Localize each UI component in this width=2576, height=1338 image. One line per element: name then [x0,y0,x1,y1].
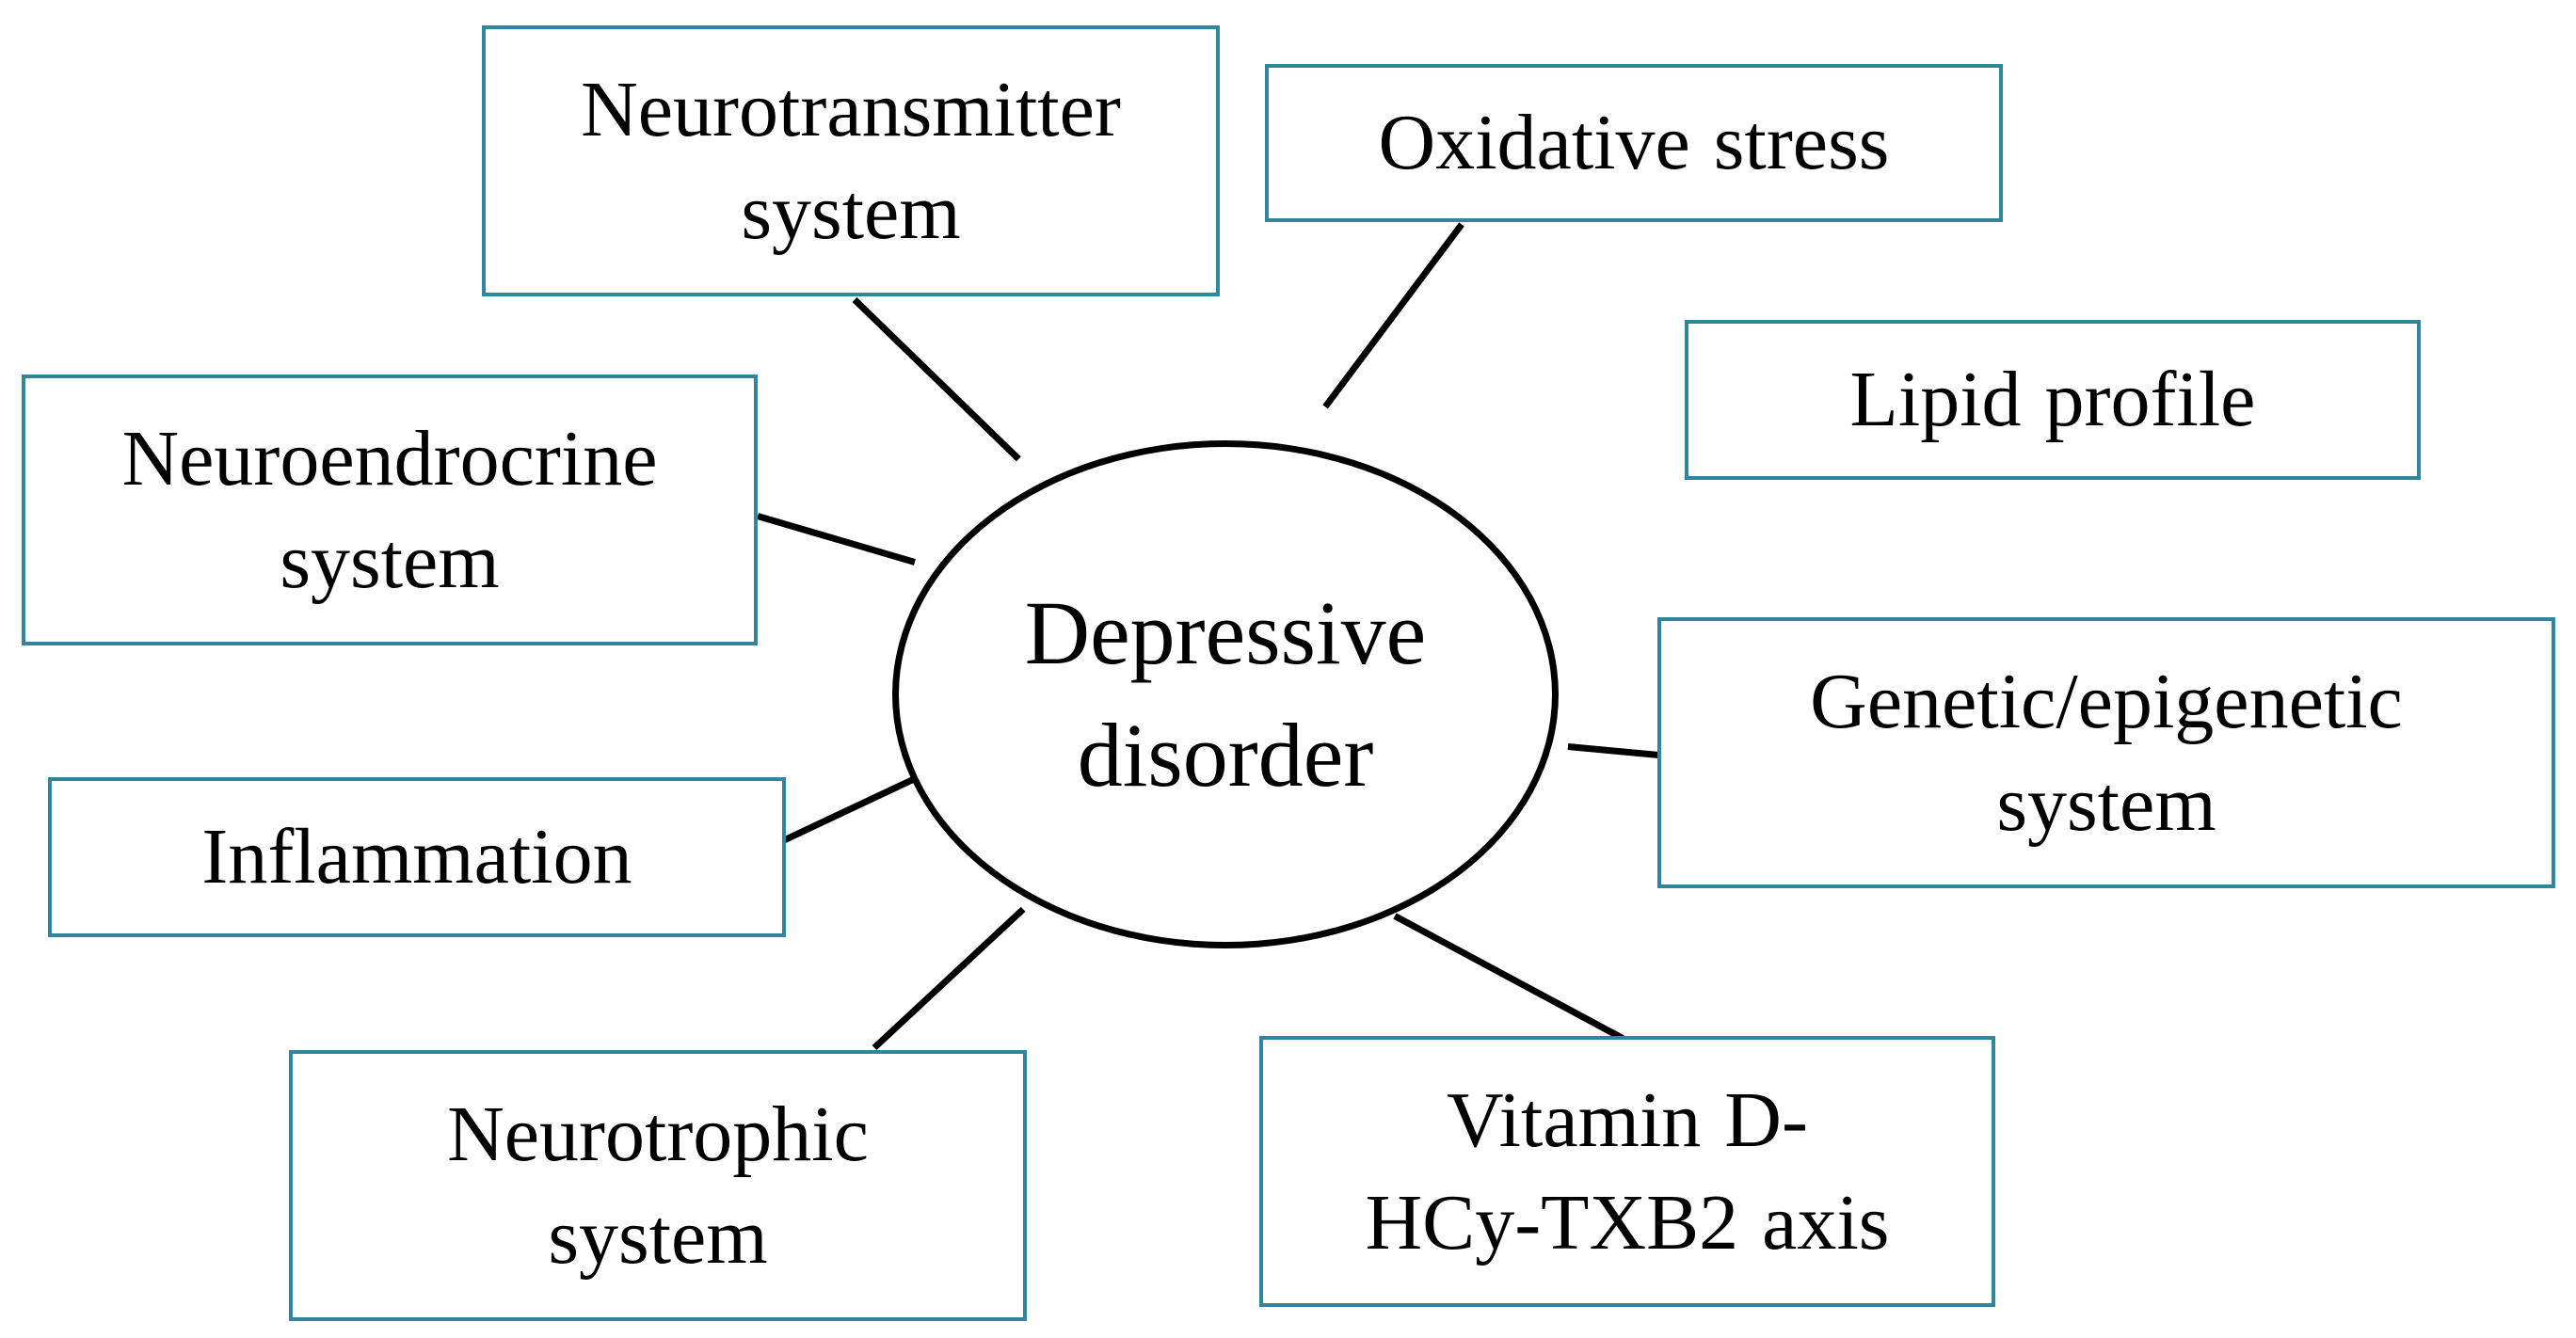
factor-box-neurotrophic: Neurotrophic system [289,1050,1027,1321]
factor-label-oxidative: Oxidative stress [1378,99,1890,187]
connector-vitamin [1393,912,1624,1042]
factor-label-vitamin: Vitamin D-HCy-TXB2 axis [1365,1075,1890,1266]
factor-label-lipid: Lipid profile [1849,356,2256,444]
connector-oxidative [1322,221,1464,409]
connector-neurotransmitter [852,296,1021,461]
factor-box-lipid: Lipid profile [1685,320,2421,480]
connector-genetic [1567,742,1660,758]
factor-label-neuroendocrine: Neuroendrocrine system [121,414,658,605]
factor-box-inflammation: Inflammation [48,777,786,937]
factor-label-neurotransmitter: Neurotransmitter system [581,65,1121,256]
factor-box-oxidative: Oxidative stress [1265,64,2003,222]
connector-inflammation [781,775,915,844]
connector-neuroendocrine [757,512,916,565]
center-label: Depressive disorder [1024,582,1427,805]
factor-box-neuroendocrine: Neuroendrocrine system [22,374,758,645]
factor-box-neurotransmitter: Neurotransmitter system [482,25,1220,296]
connector-neurotrophic [872,906,1026,1050]
factor-label-neurotrophic: Neurotrophic system [447,1090,869,1281]
factor-box-genetic: Genetic/epigenetic system [1657,617,2555,888]
factor-box-vitamin: Vitamin D-HCy-TXB2 axis [1259,1036,1995,1307]
factor-label-inflammation: Inflammation [201,813,632,901]
center-ellipse: Depressive disorder [892,440,1559,948]
factor-label-genetic: Genetic/epigenetic system [1810,657,2403,848]
